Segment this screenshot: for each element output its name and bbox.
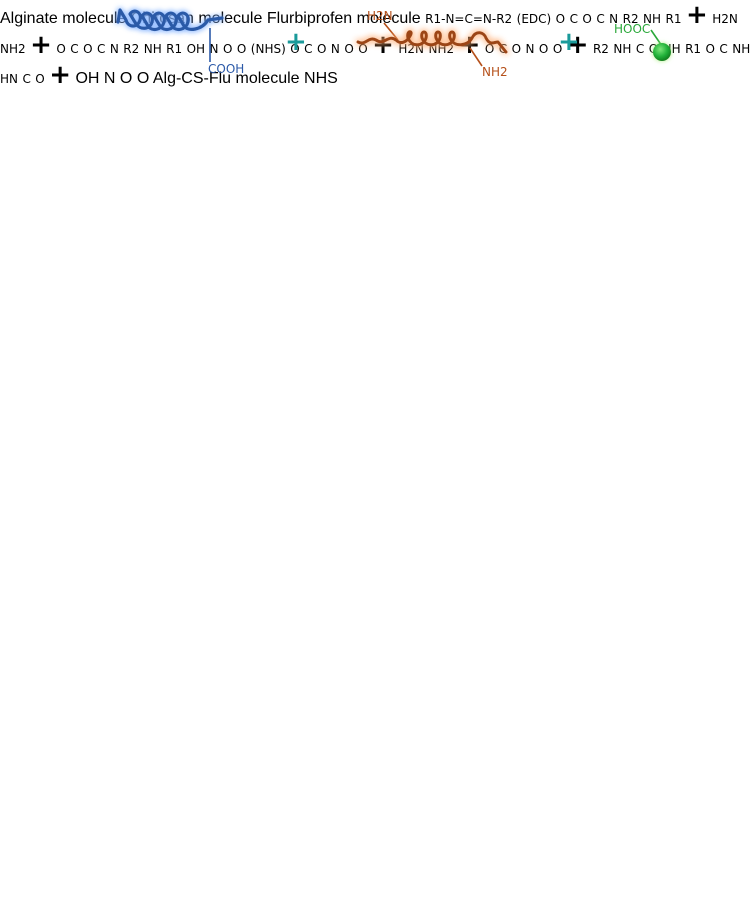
nh-label: NH — [643, 12, 662, 26]
product-label: Alg-CS-Flu molecule — [152, 70, 300, 87]
nhs-name: (NHS) — [250, 42, 286, 56]
c-label: C — [569, 12, 578, 26]
o-label: O — [222, 42, 233, 56]
plus-sign: + — [458, 30, 481, 60]
o-label: O — [344, 42, 354, 56]
plus-sign: + — [285, 27, 307, 57]
o-label: O — [582, 12, 592, 26]
flurbiprofen-ball: + OH N O O Alg-CS-Flu molecule NHS const… — [49, 60, 338, 90]
alginate-molecule — [116, 8, 224, 32]
n-label: N — [609, 12, 619, 26]
oh-label: OH — [75, 70, 100, 87]
o-label: O — [316, 42, 327, 56]
c-label: C — [70, 42, 79, 56]
o-label: O — [35, 72, 45, 86]
o-label: O — [648, 42, 659, 56]
c-label: C — [596, 12, 605, 26]
o-label: O — [538, 42, 549, 56]
r2-label: R2 — [592, 42, 609, 56]
h2n-label: H2N — [712, 12, 738, 26]
c-label: C — [719, 42, 728, 56]
o-label: O — [705, 42, 715, 56]
o-label: O — [119, 70, 133, 87]
o-label: O — [555, 12, 566, 26]
r2-label: R2 — [123, 42, 140, 56]
h2n-label: H2N — [367, 9, 393, 23]
flurbiprofen-ball — [653, 43, 671, 61]
n-label: N — [209, 42, 219, 56]
nh2-label: NH2 — [0, 42, 26, 56]
o-label: O — [484, 42, 495, 56]
c-label: C — [304, 42, 313, 56]
oh-label: OH — [186, 42, 206, 56]
plus-sign: + — [30, 30, 52, 60]
hn-label: HN — [0, 72, 18, 86]
flurbiprofen-ball: O N O O + R2 NH C O NH R1 O C NH HN C O — [0, 30, 751, 90]
nhs-product-label: NHS — [304, 70, 338, 87]
n-label: N — [330, 42, 340, 56]
plus-sign: + — [558, 27, 580, 57]
plus-sign: + — [566, 30, 589, 60]
n-label: N — [103, 70, 116, 87]
o-label: O — [56, 42, 66, 56]
nh-label: NH — [732, 42, 751, 56]
edc-formula: R1-N=C=N-R2 — [425, 12, 513, 26]
c-label: C — [22, 72, 31, 86]
o-label: O — [511, 42, 522, 56]
plus-sign: + — [49, 60, 71, 90]
c-label: C — [635, 42, 645, 56]
o-label: O — [236, 42, 247, 56]
c-label: C — [97, 42, 106, 56]
o-label: O — [136, 70, 150, 87]
edc-name: (EDC) — [516, 12, 552, 26]
nh-label: NH — [613, 42, 632, 56]
n-label: N — [109, 42, 119, 56]
plus-sign: + — [685, 0, 708, 30]
hooc-label: HOOC — [614, 22, 650, 36]
o-label: O — [290, 42, 300, 56]
r1-label: R1 — [685, 42, 702, 56]
o-label: O — [83, 42, 93, 56]
r1-label: R1 — [665, 12, 682, 26]
cooh-label: COOH — [208, 62, 244, 76]
r2-label: R2 — [622, 12, 639, 26]
chitosan-molecule — [356, 30, 508, 54]
alginate-label: Alginate molecule — [0, 10, 127, 27]
nh-label: NH — [143, 42, 162, 56]
o-label: O — [358, 42, 368, 56]
n-label: N — [525, 42, 535, 56]
o-label: O — [552, 42, 563, 56]
flurbiprofen-label: Flurbiprofen molecule — [266, 10, 421, 27]
nh2-label: NH2 — [482, 65, 508, 79]
r1-label: R1 — [166, 42, 183, 56]
